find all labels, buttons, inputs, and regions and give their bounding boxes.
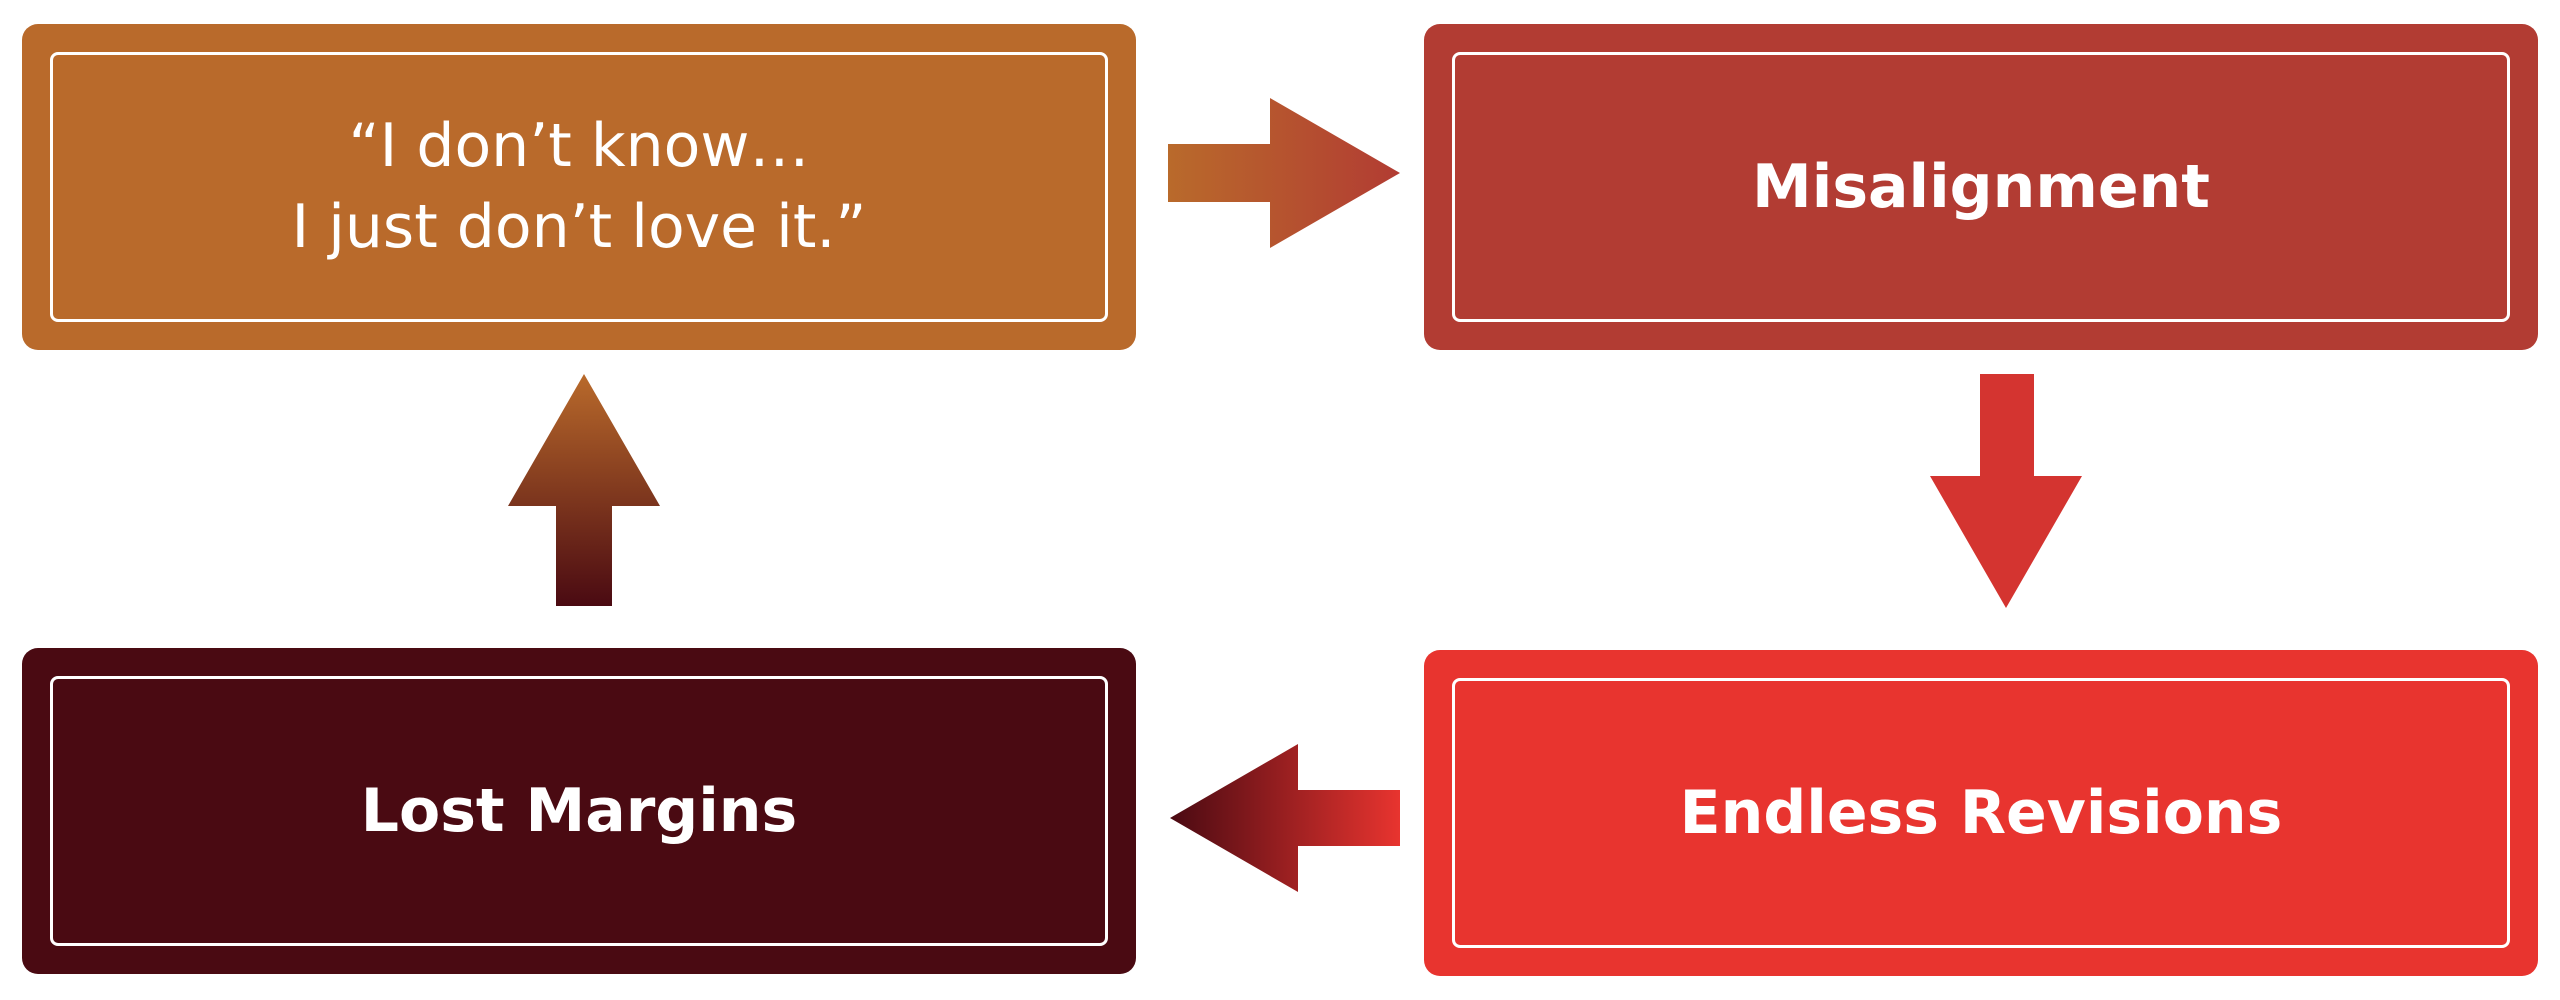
quote-line-1: “I don’t know… xyxy=(348,111,810,181)
arrow-left-icon xyxy=(1170,744,1400,892)
quote-text: “I don’t know… I just don’t love it.” xyxy=(291,106,866,268)
box-endless-revisions: Endless Revisions xyxy=(1424,650,2538,976)
misalignment-label: Misalignment xyxy=(1752,151,2210,222)
box-endless-revisions-border: Endless Revisions xyxy=(1452,678,2510,948)
box-misalignment-border: Misalignment xyxy=(1452,52,2510,322)
arrow-down-icon xyxy=(1930,374,2082,608)
box-lost-margins: Lost Margins xyxy=(22,648,1136,974)
box-quote-border: “I don’t know… I just don’t love it.” xyxy=(50,52,1108,322)
endless-revisions-label: Endless Revisions xyxy=(1679,777,2283,848)
box-quote: “I don’t know… I just don’t love it.” xyxy=(22,24,1136,350)
lost-margins-label: Lost Margins xyxy=(360,775,798,846)
box-lost-margins-border: Lost Margins xyxy=(50,676,1108,946)
box-misalignment: Misalignment xyxy=(1424,24,2538,350)
quote-line-2: I just don’t love it.” xyxy=(291,192,867,262)
arrow-right-icon xyxy=(1168,98,1400,248)
arrow-up-icon xyxy=(508,374,660,606)
